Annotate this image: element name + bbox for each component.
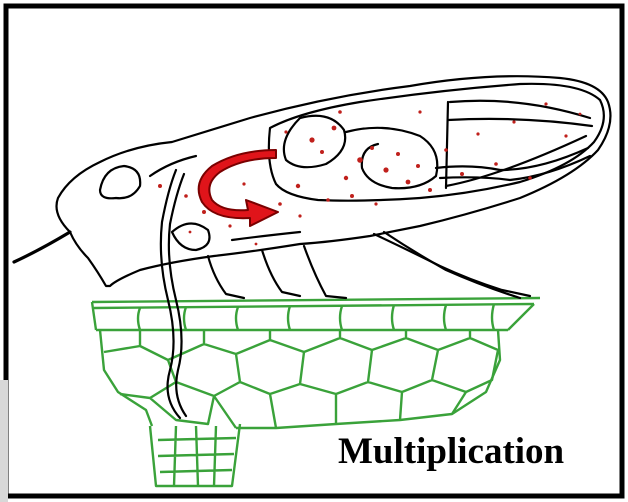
gut-tube-3 <box>440 156 590 180</box>
eye <box>100 166 140 198</box>
caption-label: Multiplication <box>338 430 600 474</box>
thorax-detail <box>150 156 196 176</box>
particle <box>278 202 282 206</box>
particle-dots <box>158 102 581 245</box>
mesophyll-cells <box>104 330 498 428</box>
particle <box>184 194 188 198</box>
leg-front <box>208 256 244 298</box>
wing-vein-4 <box>446 102 448 188</box>
particle <box>494 162 498 166</box>
particle <box>202 210 206 214</box>
gut-loop <box>284 116 345 167</box>
particle <box>383 167 388 172</box>
epidermis-mid <box>94 304 534 308</box>
particle <box>344 176 348 180</box>
particle <box>350 194 354 198</box>
particle <box>309 137 314 142</box>
vascular-bundle <box>150 424 240 486</box>
particle <box>242 182 245 185</box>
particle <box>189 231 192 234</box>
particle <box>406 180 411 185</box>
particle <box>255 243 258 246</box>
epidermis-right <box>508 304 534 330</box>
antenna <box>14 232 70 262</box>
frame-border <box>6 6 622 496</box>
abdomen-detail <box>232 232 300 240</box>
particle <box>444 148 448 152</box>
particle <box>544 102 547 105</box>
particle <box>370 146 374 150</box>
particle <box>326 198 330 202</box>
particle <box>228 224 231 227</box>
particle <box>416 164 420 168</box>
epidermis-left <box>92 302 96 330</box>
leg-hind <box>374 234 530 296</box>
particle <box>396 152 400 156</box>
particle <box>418 110 421 113</box>
stylet-inner <box>169 174 186 416</box>
particle <box>338 110 342 114</box>
particle <box>428 188 432 192</box>
particle <box>284 130 287 133</box>
leg-mid2 <box>304 246 346 298</box>
wing-vein-2 <box>448 119 592 126</box>
particle <box>564 134 567 137</box>
particle <box>158 184 162 188</box>
particle <box>512 120 515 123</box>
particle <box>296 184 300 188</box>
particle <box>579 113 582 116</box>
particle <box>460 172 464 176</box>
particle <box>320 150 324 154</box>
particle <box>476 132 479 135</box>
particle <box>374 202 377 205</box>
epidermis-top <box>92 298 540 302</box>
curved-arrow-icon <box>199 150 278 226</box>
wing-vein-1 <box>450 101 590 118</box>
frame-shadow <box>0 380 8 502</box>
salivary-gland <box>172 223 210 250</box>
particle <box>357 157 363 163</box>
particle <box>332 126 337 131</box>
particle <box>298 214 301 217</box>
particle <box>528 176 532 180</box>
leg-middle <box>262 250 300 296</box>
